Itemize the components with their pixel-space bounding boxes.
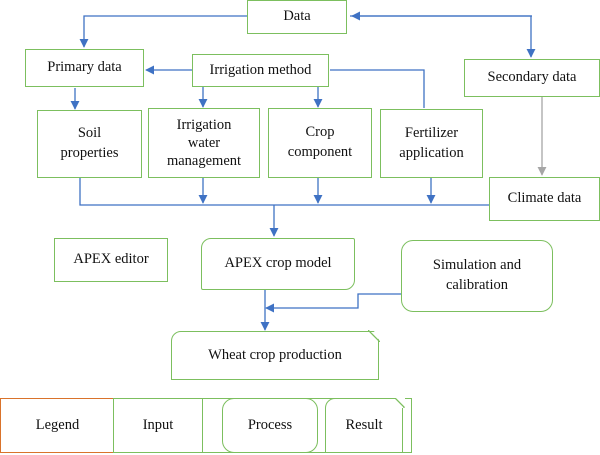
data-node-label: Data: [283, 8, 311, 25]
legend-result-label: Result: [345, 417, 383, 433]
legend-input-label: Input: [142, 417, 174, 433]
climate-data-label: Climate data: [507, 190, 582, 207]
wheat-crop-production-node: Wheat crop production: [171, 330, 380, 380]
crop-component-label-line2: component: [287, 144, 353, 160]
legend-title-cell: Legend: [0, 398, 114, 453]
edge-data-to-primary: [79, 15, 247, 48]
edge-data-to-secondary: [350, 15, 536, 58]
soil-properties-node: Soil properties: [37, 110, 142, 178]
climate-data-node: Climate data: [489, 177, 600, 221]
secondary-data-label: Secondary data: [487, 69, 577, 86]
apex-editor-label: APEX editor: [73, 251, 149, 268]
secondary-data-node: Secondary data: [464, 59, 600, 97]
legend-input-cell: Input: [113, 398, 203, 453]
simulation-calibration-node: Simulation and calibration: [401, 240, 553, 312]
legend-result-shape: Result: [325, 398, 403, 453]
crop-component-label-line1: Crop: [305, 124, 335, 141]
edge-soil-to-collector: [79, 178, 490, 206]
primary-data-label: Primary data: [47, 59, 122, 76]
iwm-label-line2: water: [187, 134, 221, 151]
legend-process-shape: Process: [222, 398, 318, 453]
irrigation-method-node: Irrigation method: [192, 54, 329, 87]
apex-crop-model-label: APEX crop model: [224, 255, 332, 272]
irrigation-water-management-node: Irrigation water management: [148, 108, 260, 178]
edge-irrigation-to-fertilizer: [330, 69, 425, 108]
primary-data-node: Primary data: [25, 49, 144, 87]
iwm-label-line1: Irrigation: [176, 116, 232, 133]
simulation-label-line2: calibration: [445, 277, 508, 293]
iwm-label-line3: management: [166, 153, 242, 170]
irrigation-method-label: Irrigation method: [209, 61, 312, 78]
simulation-label-line1: Simulation and: [432, 257, 522, 274]
apex-crop-model-node: APEX crop model: [201, 238, 355, 290]
fertilizer-label-line2: application: [399, 144, 464, 161]
legend-process-label: Process: [247, 417, 293, 433]
folded-corner-icon: [368, 330, 380, 342]
fertilizer-application-node: Fertilizer application: [380, 109, 483, 178]
fertilizer-label-line1: Fertilizer: [404, 124, 459, 141]
legend-result-corner-icon: [395, 398, 405, 408]
data-node: Data: [247, 0, 347, 34]
edge-simulation-to-model: [265, 293, 401, 313]
wheat-crop-production-label: Wheat crop production: [208, 346, 342, 363]
legend-title: Legend: [35, 417, 80, 433]
apex-editor-node: APEX editor: [54, 238, 168, 282]
crop-component-node: Crop component: [268, 108, 372, 178]
soil-properties-label-line1: Soil: [77, 125, 102, 142]
soil-properties-label-line2: properties: [60, 145, 119, 161]
